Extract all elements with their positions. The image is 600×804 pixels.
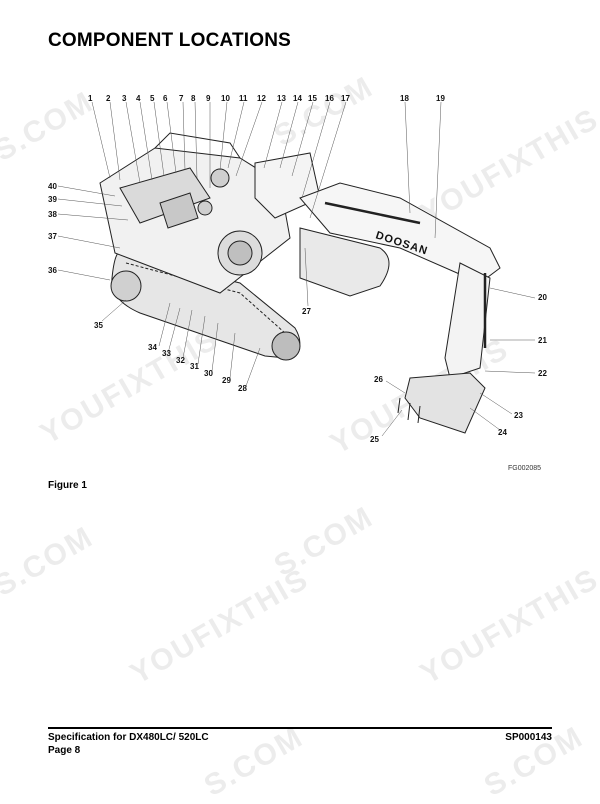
callout-10: 10 [221, 94, 230, 103]
excavator-drawing: DOOSAN 1 2 3 4 5 6 7 8 9 10 11 12 13 14 … [48, 94, 547, 444]
callout-33: 33 [162, 349, 171, 358]
callout-19: 19 [436, 94, 445, 103]
figure-caption: Figure 1 [48, 480, 87, 491]
callout-11: 11 [239, 94, 248, 103]
watermark: YOUFIXTHIS [124, 562, 315, 691]
footer-rule [48, 727, 552, 729]
callout-35: 35 [94, 321, 103, 330]
callout-17: 17 [341, 94, 350, 103]
engine-compartment [119, 167, 211, 224]
sprocket-wheel [271, 331, 301, 361]
callout-6: 6 [163, 94, 168, 103]
callout-5: 5 [150, 94, 155, 103]
callout-4: 4 [136, 94, 141, 103]
figure-code: FG002085 [508, 465, 542, 472]
callout-34: 34 [148, 343, 157, 352]
callout-16: 16 [325, 94, 334, 103]
callout-21: 21 [538, 336, 547, 345]
callout-9: 9 [206, 94, 211, 103]
bucket [404, 372, 486, 434]
watermark: YOUFIXTHIS [414, 562, 600, 691]
callout-7: 7 [179, 94, 184, 103]
footer-page-number: Page 8 [48, 745, 81, 756]
footer-document-code: SP000143 [505, 732, 552, 743]
callout-39: 39 [48, 195, 57, 204]
callout-38: 38 [48, 210, 57, 219]
callout-31: 31 [190, 362, 199, 371]
callout-1: 1 [88, 94, 93, 103]
watermark: S.COM [268, 500, 380, 583]
callout-36: 36 [48, 266, 57, 275]
filter [210, 168, 230, 188]
callout-40: 40 [48, 182, 57, 191]
callout-32: 32 [176, 356, 185, 365]
callout-18: 18 [400, 94, 409, 103]
watermark: S.COM [0, 520, 100, 603]
watermark: S.COM [198, 720, 310, 803]
track-left [111, 252, 301, 359]
callout-15: 15 [308, 94, 317, 103]
callout-8: 8 [191, 94, 196, 103]
arm [444, 262, 491, 379]
footer-spec-title: Specification for DX480LC/ 520LC [48, 732, 209, 743]
callout-2: 2 [106, 94, 111, 103]
callout-3: 3 [122, 94, 127, 103]
callout-23: 23 [514, 411, 523, 420]
page-title: COMPONENT LOCATIONS [48, 30, 292, 51]
callout-25: 25 [370, 435, 379, 444]
callout-30: 30 [204, 369, 213, 378]
callout-26: 26 [374, 375, 383, 384]
track-right [299, 227, 390, 297]
component-locations-figure: DOOSAN 1 2 3 4 5 6 7 8 9 10 11 12 13 14 … [40, 88, 560, 478]
callout-12: 12 [257, 94, 266, 103]
callout-24: 24 [498, 428, 507, 437]
idler-wheel [110, 270, 142, 302]
callout-29: 29 [222, 376, 231, 385]
callout-20: 20 [538, 293, 547, 302]
callout-22: 22 [538, 369, 547, 378]
callout-37: 37 [48, 232, 57, 241]
callout-28: 28 [238, 384, 247, 393]
callout-27: 27 [302, 307, 311, 316]
callout-13: 13 [277, 94, 286, 103]
callout-14: 14 [293, 94, 302, 103]
